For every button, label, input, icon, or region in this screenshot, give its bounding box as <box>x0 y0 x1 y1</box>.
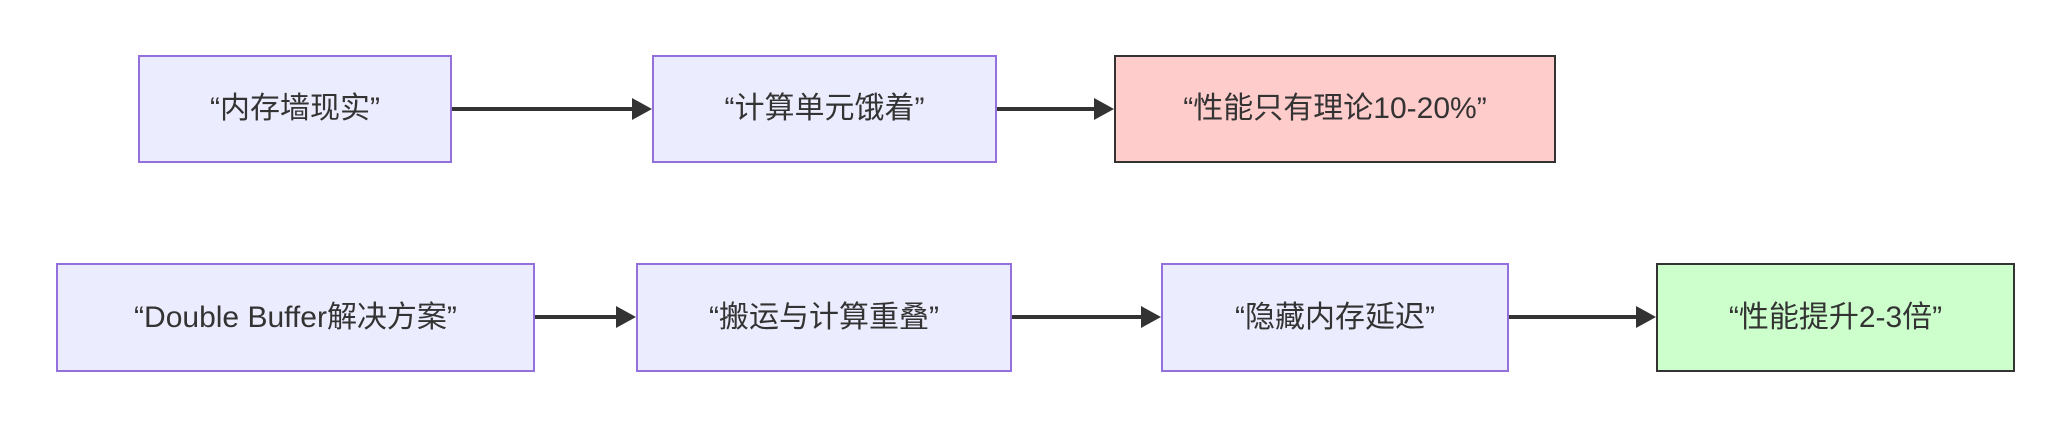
edge-hide-latency-to-speedup <box>1509 305 1656 329</box>
arrowhead-icon <box>1141 306 1161 328</box>
arrowhead-icon <box>1094 98 1114 120</box>
edge-line <box>1012 315 1145 319</box>
node-overlap-transfer-compute: “搬运与计算重叠” <box>636 263 1012 372</box>
edge-line <box>997 107 1098 111</box>
node-memory-wall: “内存墙现实” <box>138 55 452 163</box>
edge-line <box>535 315 620 319</box>
node-hide-memory-latency: “隐藏内存延迟” <box>1161 263 1509 372</box>
node-double-buffer-solution: “Double Buffer解决方案” <box>56 263 535 372</box>
node-overlap-transfer-compute-label: “搬运与计算重叠” <box>709 300 939 334</box>
node-performance-2-3x-label: “性能提升2-3倍” <box>1728 300 1943 334</box>
node-performance-2-3x: “性能提升2-3倍” <box>1656 263 2015 372</box>
arrowhead-icon <box>616 306 636 328</box>
arrowhead-icon <box>1636 306 1656 328</box>
node-compute-starving: “计算单元饿着” <box>652 55 997 163</box>
node-hide-memory-latency-label: “隐藏内存延迟” <box>1235 300 1435 334</box>
edge-memory-wall-to-compute-starving <box>452 97 652 121</box>
node-compute-starving-label: “计算单元饿着” <box>724 92 925 125</box>
node-double-buffer-solution-label: “Double Buffer解决方案” <box>134 300 457 334</box>
node-memory-wall-label: “内存墙现实” <box>210 92 380 125</box>
edge-compute-starving-to-performance <box>997 97 1114 121</box>
edge-overlap-to-hide-latency <box>1012 305 1161 329</box>
edge-double-buffer-to-overlap <box>535 305 636 329</box>
node-performance-10-20-label: “性能只有理论10-20%” <box>1183 92 1487 125</box>
node-performance-10-20: “性能只有理论10-20%” <box>1114 55 1556 163</box>
edge-line <box>452 107 636 111</box>
edge-line <box>1509 315 1640 319</box>
arrowhead-icon <box>632 98 652 120</box>
